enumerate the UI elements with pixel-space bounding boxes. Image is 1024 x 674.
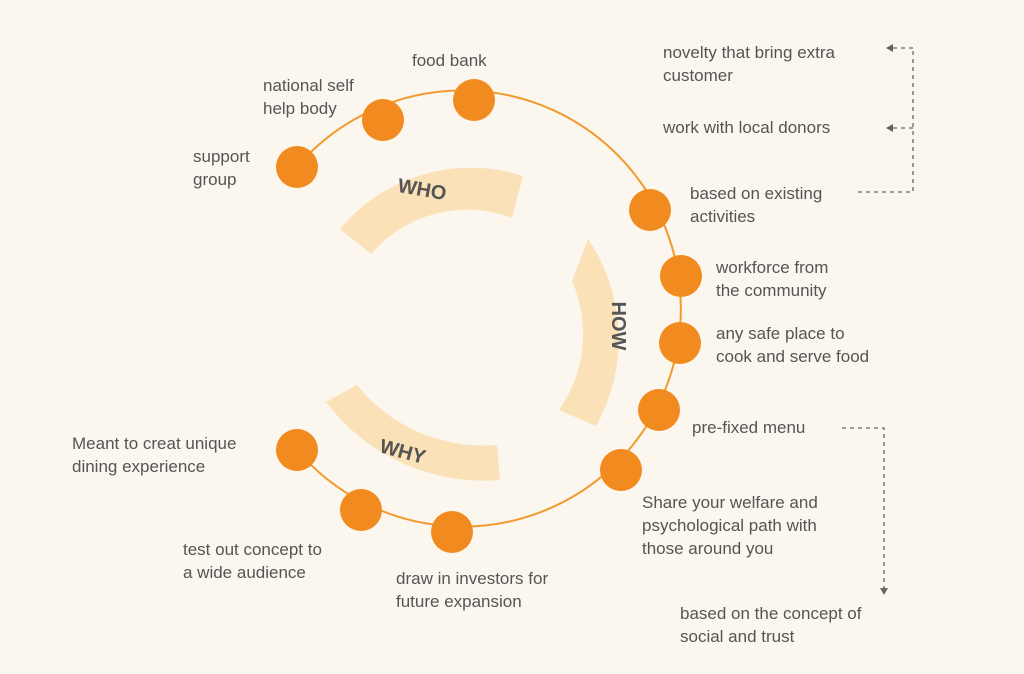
label-based-on-existing-activities: based on existing activities bbox=[690, 184, 827, 226]
label-safe-place: any safe place to cook and serve food bbox=[716, 324, 869, 366]
label-pre-fixed-menu: pre-fixed menu bbox=[692, 418, 805, 437]
how-arc-band bbox=[559, 239, 619, 426]
label-workforce-from-community: workforce from the community bbox=[715, 258, 833, 300]
node-unique-dining bbox=[276, 429, 318, 471]
label-share-welfare: Share your welfare and psychological pat… bbox=[642, 493, 823, 558]
note-local-donors: work with local donors bbox=[662, 118, 830, 137]
label-test-concept: test out concept to a wide audience bbox=[183, 540, 327, 582]
node-share-welfare bbox=[600, 449, 642, 491]
label-food-bank: food bank bbox=[412, 51, 487, 70]
label-draw-investors: draw in investors for future expansion bbox=[396, 569, 553, 611]
connector-existing-to-notes bbox=[858, 48, 914, 193]
why-arc-band bbox=[326, 385, 500, 481]
node-support-group bbox=[276, 146, 318, 188]
who-arc-band bbox=[340, 167, 523, 254]
node-based-on-existing-activities bbox=[629, 189, 671, 231]
node-pre-fixed-menu bbox=[638, 389, 680, 431]
label-support-group: support group bbox=[193, 147, 254, 189]
node-food-bank bbox=[453, 79, 495, 121]
how-label: HOW bbox=[607, 302, 629, 351]
connector-menu-to-concept bbox=[842, 427, 888, 595]
label-national-self-help-body: national self help body bbox=[263, 76, 358, 118]
node-workforce-from-community bbox=[660, 255, 702, 297]
node-safe-place bbox=[659, 322, 701, 364]
node-draw-investors bbox=[431, 511, 473, 553]
note-social-trust: based on the concept of social and trust bbox=[680, 604, 866, 646]
note-novelty: novelty that bring extra customer bbox=[663, 43, 840, 85]
node-national-self-help-body bbox=[362, 99, 404, 141]
node-test-concept bbox=[340, 489, 382, 531]
label-unique-dining: Meant to creat unique dining experience bbox=[72, 434, 241, 476]
